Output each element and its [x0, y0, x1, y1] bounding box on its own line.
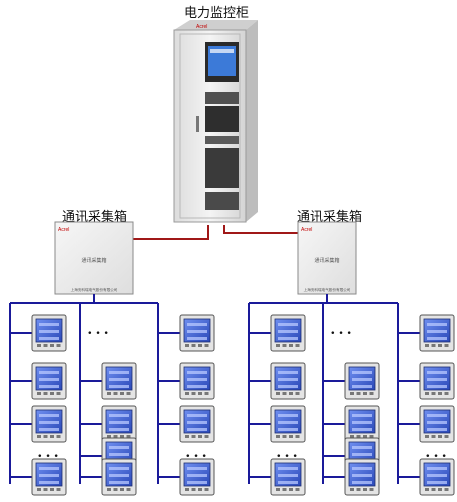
- power-meter: [101, 362, 137, 400]
- power-meter: [344, 362, 380, 400]
- left-box-panel-text: 通讯采集箱: [81, 257, 106, 264]
- power-meter: [419, 405, 455, 443]
- bus-lines: [9, 294, 420, 484]
- meters: [31, 314, 455, 496]
- power-meter: [31, 458, 67, 496]
- power-meter: [270, 314, 306, 352]
- power-meter: [179, 362, 215, 400]
- right-box-panel-text: 通讯采集箱: [314, 257, 339, 264]
- ellipsis-markers: • • • • • • • • • • • • • • • • • •: [37, 329, 447, 462]
- more-meters-ellipsis: • • •: [330, 329, 352, 339]
- power-meter: [344, 405, 380, 443]
- power-meter: [344, 458, 380, 496]
- power-meter: [419, 458, 455, 496]
- left-comm-link: [133, 225, 209, 240]
- more-meters-ellipsis: • • •: [185, 452, 207, 462]
- power-meter: [31, 314, 67, 352]
- power-meter: [31, 405, 67, 443]
- more-meters-ellipsis: • • •: [37, 452, 59, 462]
- power-meter: [419, 362, 455, 400]
- right-box-company: 上海安科瑞电气股份有限公司: [304, 287, 351, 292]
- left-box-company: 上海安科瑞电气股份有限公司: [71, 287, 118, 292]
- right-box-brand: Acrel: [301, 227, 312, 233]
- more-meters-ellipsis: • • •: [425, 452, 447, 462]
- right-collection-box: Acrel 通讯采集箱 上海安科瑞电气股份有限公司: [297, 221, 357, 295]
- power-meter: [179, 458, 215, 496]
- power-monitoring-cabinet: Acrel: [173, 20, 258, 223]
- power-meter: [179, 314, 215, 352]
- power-meter: [270, 405, 306, 443]
- power-meter: [101, 405, 137, 443]
- right-box-title: 通讯采集箱: [297, 210, 363, 225]
- cabinet-title: 电力监控柜: [184, 6, 250, 21]
- left-box-brand: Acrel: [58, 227, 69, 233]
- power-meter: [270, 362, 306, 400]
- power-meter: [419, 314, 455, 352]
- power-meter: [101, 458, 137, 496]
- power-meter: [179, 405, 215, 443]
- left-collection-box: Acrel 通讯采集箱 上海安科瑞电气股份有限公司: [54, 221, 134, 295]
- more-meters-ellipsis: • • •: [87, 329, 109, 339]
- power-meter: [270, 458, 306, 496]
- right-comm-link: [223, 225, 300, 234]
- left-box-title: 通讯采集箱: [62, 210, 128, 225]
- power-meter: [31, 362, 67, 400]
- cabinet-brand-text: Acrel: [196, 24, 207, 30]
- more-meters-ellipsis: • • •: [276, 452, 298, 462]
